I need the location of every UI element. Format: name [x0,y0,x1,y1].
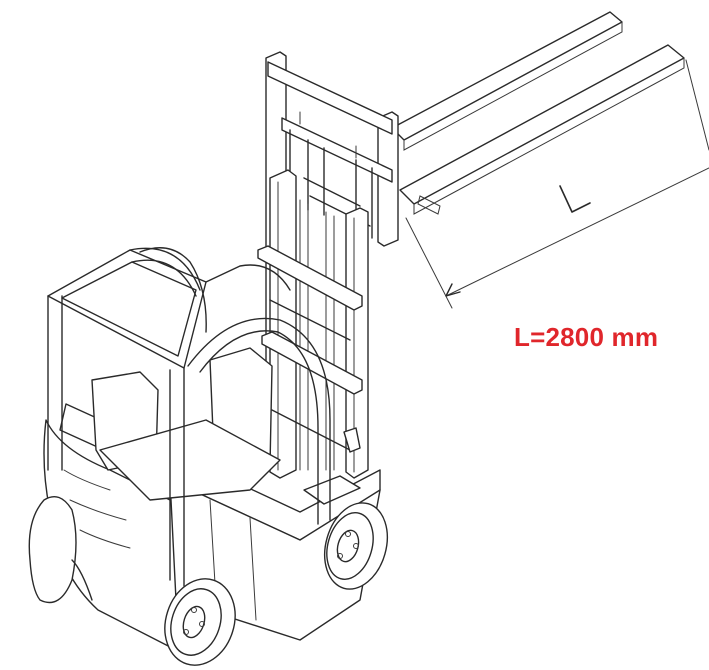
wheel-front-right [324,502,388,590]
wheel-rear-left [28,496,77,604]
extension-line-heel [405,217,453,309]
dimension-line [445,167,709,297]
dimension-arrowhead [445,283,461,297]
fork-length-label: L=2800 mm [514,322,659,352]
inner-mast-left [269,169,297,479]
guard-roof [47,249,207,369]
fork-front [399,44,685,205]
seat-cushion [99,419,281,501]
overhead-guard [47,247,331,587]
wheel-rear [164,578,236,666]
guard-front-hoop [187,317,331,521]
fork-length-dimension [405,59,709,309]
mast [257,51,399,479]
dimension-symbol-mark [559,185,591,213]
inner-mast-right [345,207,369,479]
mast-crossbar-lower [261,331,363,395]
hydraulic-lever [343,427,361,453]
forks [391,11,685,215]
fork-rear [391,11,623,141]
mast-crossbar-upper [257,245,363,311]
guard-post-rear-right [169,367,185,587]
wheels [28,247,388,666]
wheel-front-left [139,247,207,333]
guard-post-rear-left [47,295,63,471]
extension-line-tip [685,59,709,151]
